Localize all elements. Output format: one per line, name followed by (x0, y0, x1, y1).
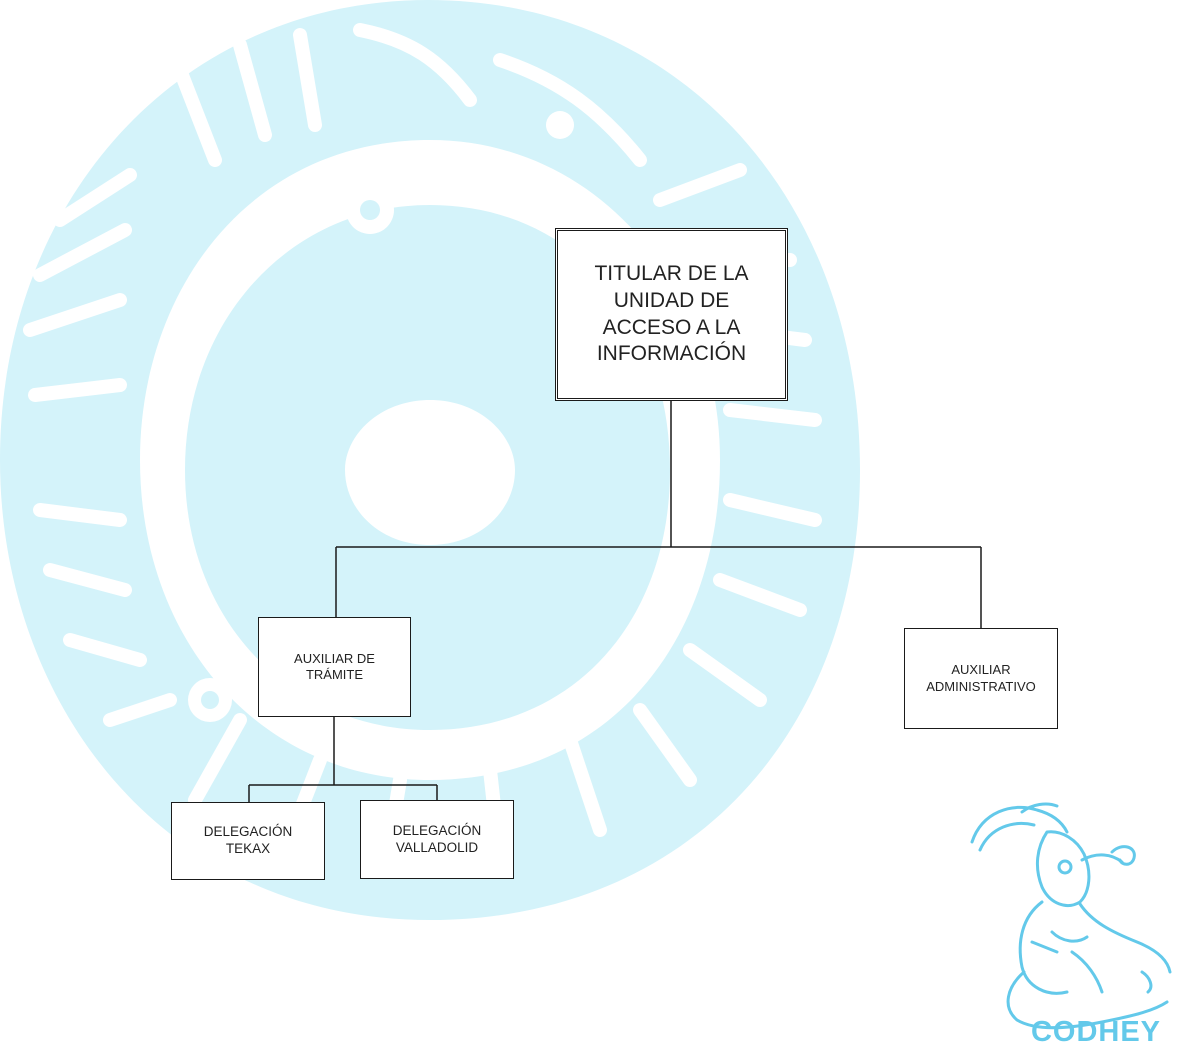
node-auxiliar-tramite: AUXILIAR DE TRÁMITE (258, 617, 411, 717)
codhey-wordmark: CODHEY (1030, 1016, 1162, 1048)
codhey-logo-figure (970, 802, 1172, 1030)
node-delegacion-valladolid: DELEGACIÓN VALLADOLID (360, 800, 514, 879)
node-delegacion-tekax: DELEGACIÓN TEKAX (171, 802, 325, 880)
node-titular: TITULAR DE LA UNIDAD DE ACCESO A LA INFO… (555, 228, 788, 401)
node-auxiliar-administrativo: AUXILIAR ADMINISTRATIVO (904, 628, 1058, 729)
